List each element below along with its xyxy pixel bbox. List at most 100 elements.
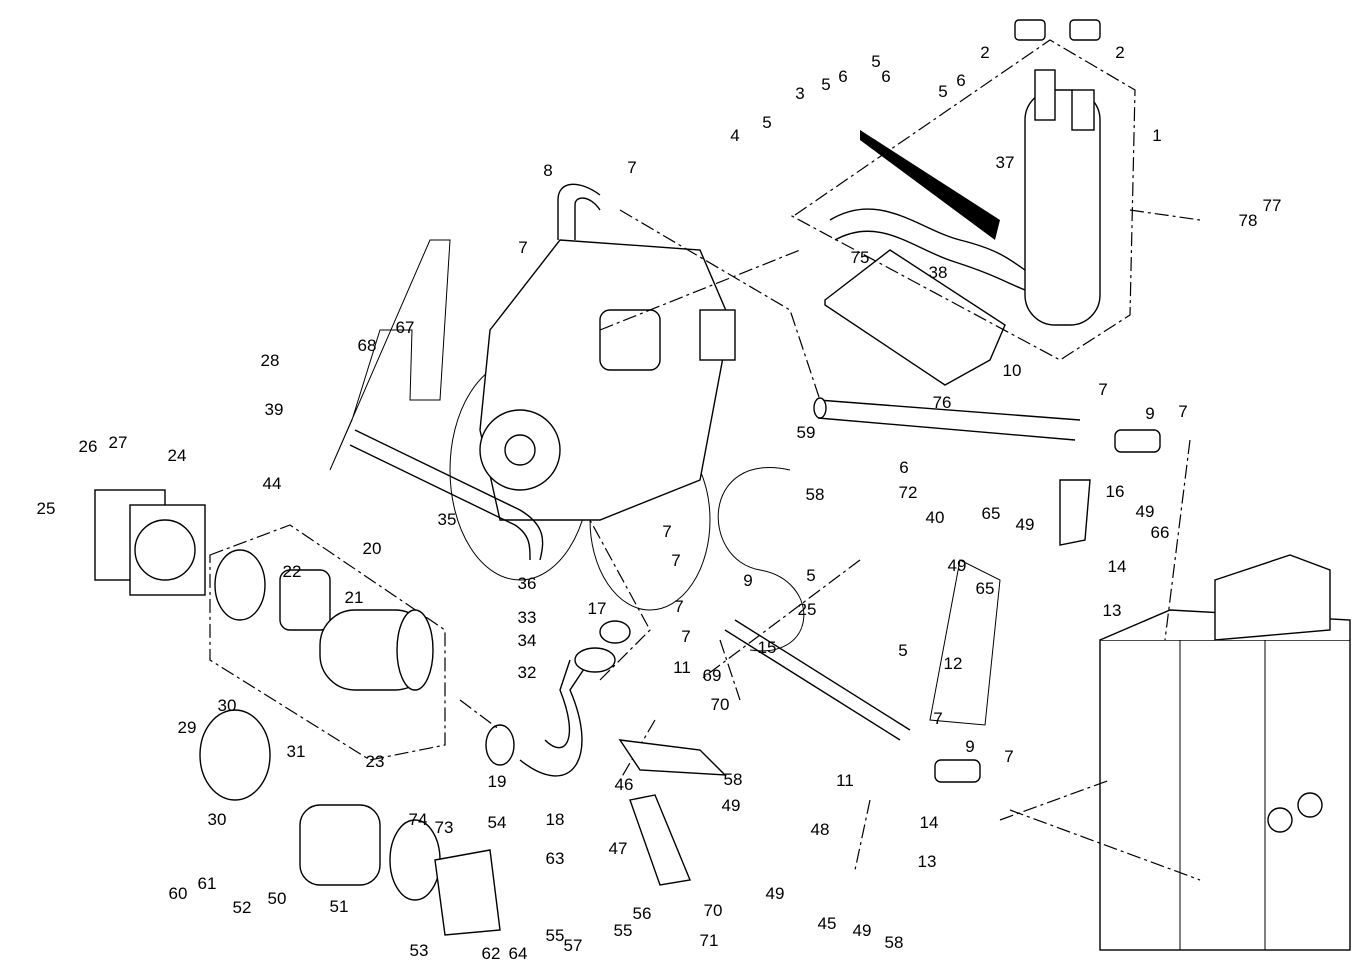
callout-70: 70: [704, 901, 723, 920]
callout-25: 25: [37, 499, 56, 518]
exhaust-pipe: [817, 399, 1081, 441]
callout-54: 54: [488, 813, 507, 832]
callout-34: 34: [518, 631, 537, 650]
callout-60: 60: [169, 884, 188, 903]
callout-46: 46: [615, 775, 634, 794]
callout-9: 9: [743, 571, 752, 590]
callout-9: 9: [1145, 404, 1154, 423]
bracket: [629, 794, 691, 886]
callout-49: 49: [1016, 515, 1035, 534]
callout-12: 12: [944, 654, 963, 673]
callout-27: 27: [109, 433, 128, 452]
callout-8: 8: [543, 161, 552, 180]
callout-58: 58: [885, 933, 904, 952]
callout-55: 55: [614, 921, 633, 940]
callout-7: 7: [671, 551, 680, 570]
callout-58: 58: [724, 770, 743, 789]
callout-14: 14: [920, 813, 939, 832]
bracket: [1059, 479, 1091, 546]
callout-67: 67: [396, 318, 415, 337]
callout-14: 14: [1108, 557, 1127, 576]
callout-39: 39: [265, 400, 284, 419]
callout-7: 7: [1178, 402, 1187, 421]
air-filter: [199, 549, 501, 936]
callout-66: 66: [1151, 523, 1170, 542]
callout-68: 68: [358, 336, 377, 355]
callout-72: 72: [899, 483, 918, 502]
callout-26: 26: [79, 437, 98, 456]
callout-73: 73: [435, 818, 454, 837]
callout-7: 7: [1004, 747, 1013, 766]
callout-33: 33: [518, 608, 537, 627]
callout-5: 5: [938, 82, 947, 101]
callout-65: 65: [982, 504, 1001, 523]
callout-10: 10: [1003, 361, 1022, 380]
callout-75: 75: [851, 248, 870, 267]
callout-25: 25: [798, 600, 817, 619]
callout-61: 61: [198, 874, 217, 893]
air-filter-assembly-outline: [209, 524, 446, 761]
callout-3: 3: [795, 84, 804, 103]
callout-30: 30: [218, 696, 237, 715]
callout-35: 35: [438, 510, 457, 529]
callout-63: 63: [546, 849, 565, 868]
callout-49: 49: [853, 921, 872, 940]
muffler: [829, 19, 1101, 326]
callout-6: 6: [899, 458, 908, 477]
callout-18: 18: [546, 810, 565, 829]
callout-40: 40: [926, 508, 945, 527]
callout-6: 6: [838, 67, 847, 86]
callout-6: 6: [881, 67, 890, 86]
bracket: [618, 739, 727, 776]
callout-58: 58: [806, 485, 825, 504]
callout-47: 47: [609, 839, 628, 858]
callout-32: 32: [518, 663, 537, 682]
callout-49: 49: [722, 796, 741, 815]
engine: [479, 239, 736, 521]
callout-28: 28: [261, 351, 280, 370]
callout-7: 7: [1098, 380, 1107, 399]
callout-21: 21: [345, 588, 364, 607]
callout-9: 9: [965, 737, 974, 756]
callout-36: 36: [518, 574, 537, 593]
callout-38: 38: [929, 263, 948, 282]
callout-20: 20: [363, 539, 382, 558]
callout-70: 70: [711, 695, 730, 714]
callout-57: 57: [564, 936, 583, 955]
callout-59: 59: [797, 423, 816, 442]
callout-15: 15: [758, 638, 777, 657]
callout-7: 7: [662, 522, 671, 541]
callout-5: 5: [762, 113, 771, 132]
callout-24: 24: [168, 446, 187, 465]
callout-13: 13: [918, 852, 937, 871]
callout-65: 65: [976, 579, 995, 598]
callout-11: 11: [836, 771, 854, 790]
callout-7: 7: [674, 597, 683, 616]
callout-2: 2: [980, 43, 989, 62]
callout-29: 29: [178, 718, 197, 737]
callout-76: 76: [933, 393, 952, 412]
callout-64: 64: [509, 944, 528, 963]
muffler-assembly-outline: [789, 39, 1136, 361]
callout-13: 13: [1103, 601, 1122, 620]
callout-44: 44: [263, 474, 282, 493]
callout-4: 4: [730, 126, 739, 145]
callout-55: 55: [546, 926, 565, 945]
callout-50: 50: [268, 889, 287, 908]
heat-shield: [824, 249, 1006, 386]
callout-19: 19: [488, 772, 507, 791]
callout-2: 2: [1115, 43, 1124, 62]
callout-51: 51: [330, 897, 349, 916]
callout-49: 49: [948, 556, 967, 575]
callout-69: 69: [703, 666, 722, 685]
callout-22: 22: [283, 562, 302, 581]
callout-7: 7: [933, 709, 942, 728]
callout-74: 74: [409, 810, 428, 829]
callout-5: 5: [806, 566, 815, 585]
callout-31: 31: [287, 742, 306, 761]
callout-62: 62: [482, 944, 501, 963]
callout-6: 6: [956, 71, 965, 90]
radiator: [1099, 554, 1351, 951]
